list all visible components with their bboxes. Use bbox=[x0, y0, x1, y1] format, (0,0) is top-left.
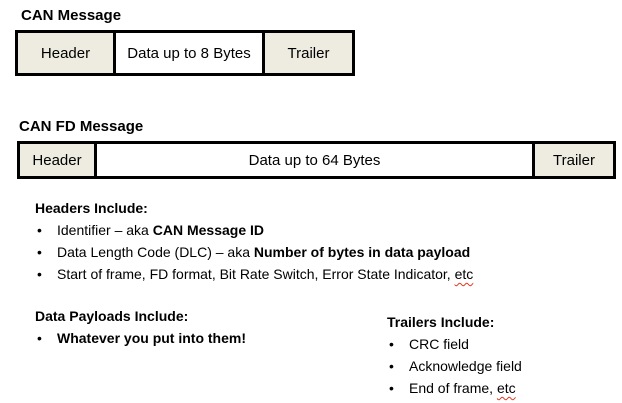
trailers-include-block: Trailers Include: CRC fieldAcknowledge f… bbox=[387, 311, 522, 399]
can-trailer-cell: Trailer bbox=[262, 30, 355, 76]
can-message-title: CAN Message bbox=[21, 7, 122, 24]
headers-include-block: Headers Include: Identifier – aka CAN Me… bbox=[35, 197, 473, 285]
bullet-item: Identifier – aka CAN Message ID bbox=[35, 219, 473, 241]
data-payloads-include-block: Data Payloads Include: Whatever you put … bbox=[35, 305, 246, 349]
can-data-cell: Data up to 8 Bytes bbox=[113, 30, 265, 76]
data-payloads-include-list: Whatever you put into them! bbox=[35, 327, 246, 349]
trailers-include-list: CRC fieldAcknowledge fieldEnd of frame, … bbox=[387, 333, 522, 399]
headers-include-title: Headers Include: bbox=[35, 200, 148, 216]
can-fd-data-cell: Data up to 64 Bytes bbox=[94, 141, 535, 179]
trailers-include-title: Trailers Include: bbox=[387, 314, 495, 330]
headers-include-list: Identifier – aka CAN Message IDData Leng… bbox=[35, 219, 473, 285]
bullet-item: End of frame, etc bbox=[387, 377, 522, 399]
can-fd-header-cell: Header bbox=[17, 141, 97, 179]
data-payloads-include-title: Data Payloads Include: bbox=[35, 308, 189, 324]
bullet-item: Whatever you put into them! bbox=[35, 327, 246, 349]
bullet-item: Start of frame, FD format, Bit Rate Swit… bbox=[35, 263, 473, 285]
bullet-item: CRC field bbox=[387, 333, 522, 355]
can-message-frame-diagram: Header Data up to 8 Bytes Trailer bbox=[15, 30, 355, 76]
bullet-item: Acknowledge field bbox=[387, 355, 522, 377]
can-fd-trailer-cell: Trailer bbox=[532, 141, 616, 179]
can-fd-message-title: CAN FD Message bbox=[19, 118, 144, 135]
can-fd-message-frame-diagram: Header Data up to 64 Bytes Trailer bbox=[17, 141, 616, 179]
bullet-item: Data Length Code (DLC) – aka Number of b… bbox=[35, 241, 473, 263]
can-header-cell: Header bbox=[15, 30, 116, 76]
